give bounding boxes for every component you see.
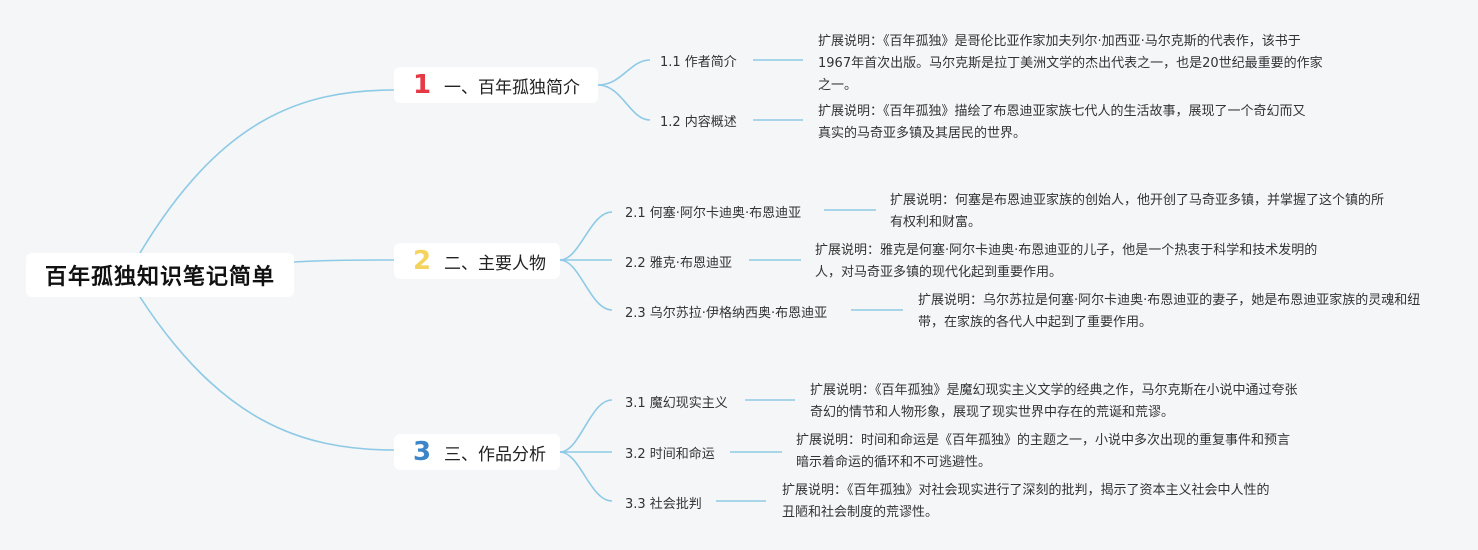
branch-title: 三、作品分析: [444, 444, 546, 465]
link-root-b1: [139, 89, 395, 254]
link-b1-c2: [597, 84, 651, 121]
subtopic-3-2[interactable]: 3.2 时间和命运: [625, 447, 715, 462]
note-3-2: 扩展说明：时间和命运是《百年孤独》的主题之一，小说中多次出现的重复事件和预言暗示…: [796, 433, 1291, 470]
subtopic-1-1[interactable]: 1.1 作者简介: [660, 55, 737, 70]
link-root-b3: [139, 296, 395, 451]
note-2-1: 扩展说明：何塞是布恩迪亚家族的创始人，他开创了马奇亚多镇，并掌握了这个镇的所有权…: [890, 193, 1385, 230]
note-3-1: 扩展说明：《百年孤独》是魔幻现实主义文学的经典之作，马尔克斯在小说中通过夸张奇幻…: [810, 383, 1298, 420]
number-badge-2: 2: [412, 246, 432, 276]
subtopic-3-1[interactable]: 3.1 魔幻现实主义: [625, 396, 728, 411]
note-2-3: 扩展说明：乌尔苏拉是何塞·阿尔卡迪奥·布恩迪亚的妻子，她是布恩迪亚家族的灵魂和纽…: [918, 293, 1421, 330]
note-1-2: 扩展说明：《百年孤独》描绘了布恩迪亚家族七代人的生活故事，展现了一个奇幻而又真实…: [818, 104, 1306, 141]
subtopic-2-2[interactable]: 2.2 雅克·布恩迪亚: [625, 256, 732, 271]
link-root-b2: [293, 259, 395, 263]
number-badge-1: 1: [412, 70, 432, 100]
note-3-3: 扩展说明：《百年孤独》对社会现实进行了深刻的批判，揭示了资本主义社会中人性的丑陋…: [782, 483, 1270, 520]
branch-topic-2[interactable]: 2 二、主要人物: [394, 243, 560, 279]
subtopic-2-3[interactable]: 2.3 乌尔苏拉·伊格纳西奥·布恩迪亚: [625, 306, 828, 321]
root-title: 百年孤独知识笔记简单: [44, 265, 275, 290]
number-badge-3: 3: [412, 437, 432, 467]
branch-title: 二、主要人物: [444, 253, 546, 274]
link-b1-c1: [597, 59, 651, 86]
branch-title: 一、百年孤独简介: [444, 77, 580, 98]
root-topic[interactable]: 百年孤独知识笔记简单: [26, 253, 294, 297]
link-b3-c1: [559, 399, 613, 453]
note-1-1: 扩展说明：《百年孤独》是哥伦比亚作家加夫列尔·加西亚·马尔克斯的代表作，该书于1…: [818, 34, 1323, 93]
link-b2-c1: [559, 211, 613, 261]
branch-topic-1[interactable]: 1 一、百年孤独简介: [394, 67, 598, 103]
note-2-2: 扩展说明：雅克是何塞·阿尔卡迪奥·布恩迪亚的儿子，他是一个热衷于科学和技术发明的…: [815, 243, 1318, 280]
subtopic-3-3[interactable]: 3.3 社会批判: [625, 497, 702, 512]
branch-topic-3[interactable]: 3 三、作品分析: [394, 434, 560, 470]
link-b2-c3: [559, 259, 613, 311]
link-b3-c3: [559, 451, 613, 502]
subtopic-2-1[interactable]: 2.1 何塞·阿尔卡迪奥·布恩迪亚: [625, 206, 802, 221]
subtopic-1-2[interactable]: 1.2 内容概述: [660, 115, 737, 130]
